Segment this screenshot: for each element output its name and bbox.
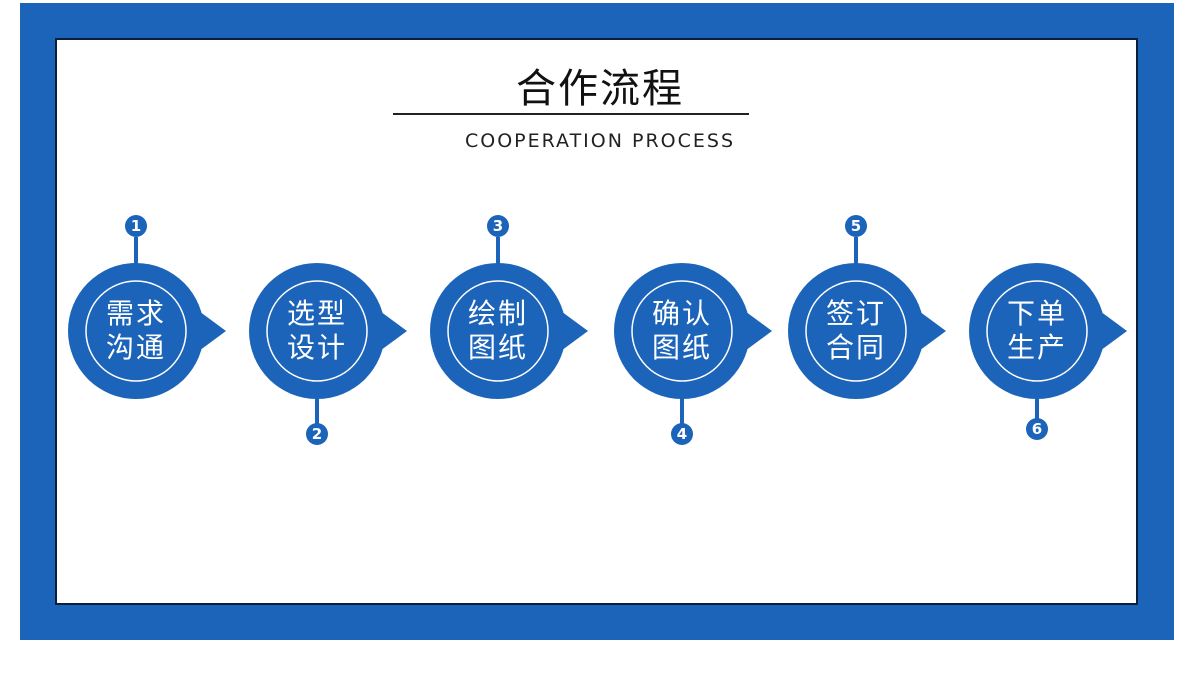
step-label-line2: 设计 — [286, 331, 347, 364]
step-label-line2: 图纸 — [651, 331, 712, 364]
step-circle — [249, 263, 407, 399]
step-connector — [854, 237, 858, 265]
step-label-line2: 生产 — [1006, 331, 1067, 364]
step-label-line1: 绘制 — [467, 297, 528, 330]
step-label: 绘制图纸 — [430, 263, 566, 399]
step-label-line1: 选型 — [286, 297, 347, 330]
step-connector — [315, 397, 319, 425]
step-connector — [1035, 397, 1039, 421]
page-title: 合作流程 — [516, 66, 684, 112]
step-number-badge: 2 — [306, 423, 328, 445]
step-connector — [134, 237, 138, 265]
step-label-line2: 合同 — [825, 331, 886, 364]
step-label-line1: 确认 — [651, 297, 712, 330]
step-connector — [496, 237, 500, 265]
step-label: 签订合同 — [788, 263, 924, 399]
step-circle — [969, 263, 1127, 399]
inner-panel — [55, 38, 1138, 605]
step-label-line2: 沟通 — [105, 331, 166, 364]
page-subtitle: COOPERATION PROCESS — [464, 130, 736, 152]
step-number-badge: 6 — [1026, 418, 1048, 440]
step-number-badge: 1 — [125, 215, 147, 237]
step-number-badge: 3 — [487, 215, 509, 237]
step-circle — [68, 263, 226, 399]
title-divider — [393, 113, 749, 115]
step-label-line1: 需求 — [105, 297, 166, 330]
step-label: 需求沟通 — [68, 263, 204, 399]
step-number-badge: 4 — [671, 423, 693, 445]
step-label: 选型设计 — [249, 263, 385, 399]
step-connector — [680, 397, 684, 425]
step-circle — [430, 263, 588, 399]
step-label-line1: 签订 — [825, 297, 886, 330]
step-label: 确认图纸 — [614, 263, 750, 399]
step-label-line2: 图纸 — [467, 331, 528, 364]
step-label: 下单生产 — [969, 263, 1105, 399]
step-number-badge: 5 — [845, 215, 867, 237]
step-circle — [614, 263, 772, 399]
step-circle — [788, 263, 946, 399]
step-label-line1: 下单 — [1006, 297, 1067, 330]
